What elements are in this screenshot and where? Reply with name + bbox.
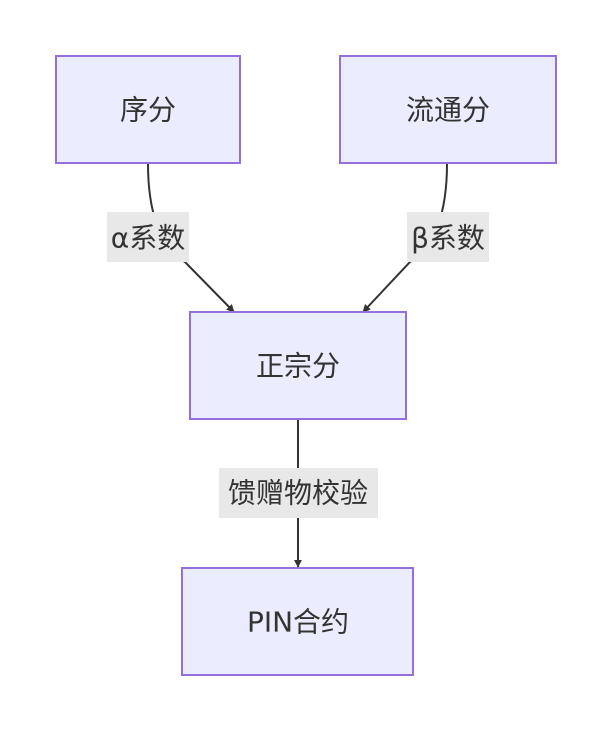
edge-label-gift-check: 馈赠物校验 (219, 468, 378, 518)
svg-text:序分: 序分 (120, 94, 176, 127)
node-order-score: 序分 (55, 55, 241, 164)
node-pin-contract: PIN合约 (181, 567, 414, 676)
svg-text:馈赠物校验: 馈赠物校验 (228, 477, 368, 510)
svg-text:PIN合约: PIN合约 (247, 606, 349, 639)
svg-text:流通分: 流通分 (406, 94, 490, 127)
svg-text:α系数: α系数 (111, 222, 185, 255)
node-circulation-score: 流通分 (339, 55, 557, 164)
svg-text:β系数: β系数 (411, 222, 485, 255)
edge-label-alpha: α系数 (107, 212, 189, 262)
node-main-score: 正宗分 (189, 311, 407, 420)
svg-text:正宗分: 正宗分 (256, 350, 340, 383)
edge-label-beta: β系数 (407, 212, 489, 262)
